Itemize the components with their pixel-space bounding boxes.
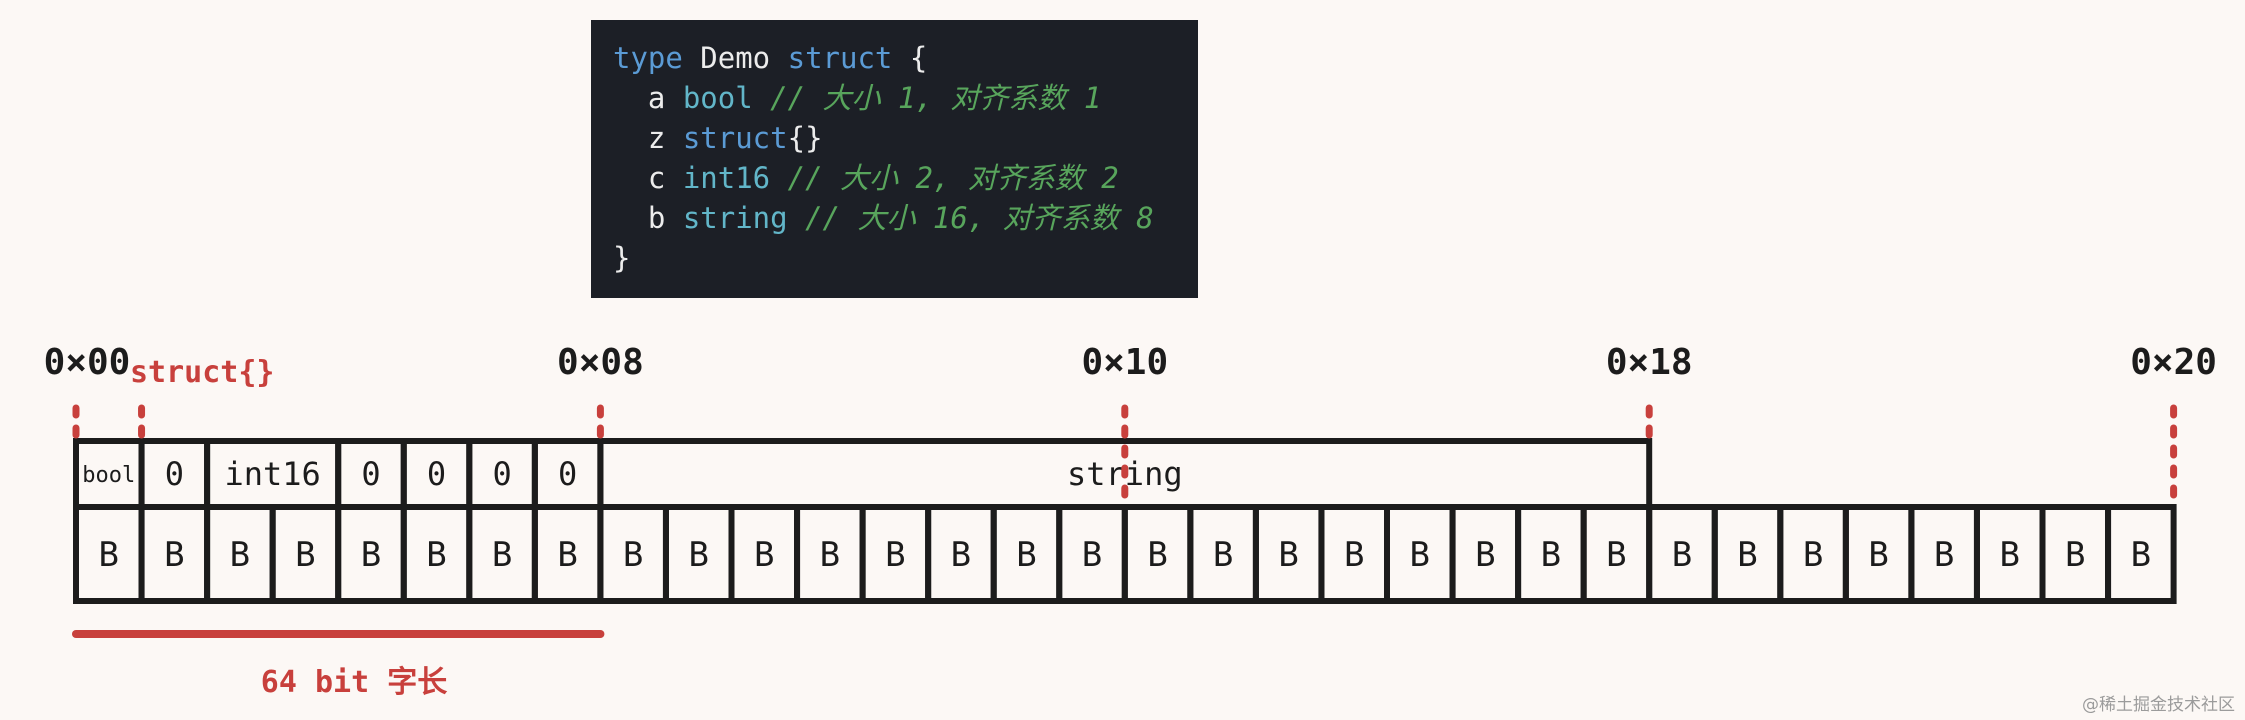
byte-label: B: [1475, 535, 1495, 575]
byte-label: B: [1082, 535, 1102, 575]
code-line: z struct{}: [613, 118, 1198, 158]
code-line: }: [613, 238, 1198, 278]
byte-label: B: [1344, 535, 1364, 575]
address-label: 0×08: [557, 342, 644, 383]
word-label: 64 bit 字长: [261, 665, 447, 700]
code-token: Demo: [682, 41, 788, 75]
byte-label: B: [1278, 535, 1298, 575]
field-cell: [597, 438, 1653, 510]
byte-label: B: [492, 535, 512, 575]
address-label: 0×18: [1606, 342, 1693, 383]
byte-label: B: [1934, 535, 1954, 575]
field-label: bool: [82, 463, 135, 488]
code-token: b: [613, 201, 683, 235]
byte-label: B: [820, 535, 840, 575]
byte-label: B: [295, 535, 315, 575]
struct-label: struct{}: [130, 355, 275, 390]
code-token: // 大小 16, 对齐系数 8: [787, 201, 1154, 235]
byte-label: B: [164, 535, 184, 575]
byte-label: B: [1737, 535, 1757, 575]
field-label: 0: [361, 455, 380, 493]
byte-label: B: [623, 535, 643, 575]
byte-label: B: [1213, 535, 1233, 575]
byte-label: B: [2065, 535, 2085, 575]
byte-cell: [2105, 504, 2177, 604]
code-token: // 大小 1, 对齐系数 1: [752, 81, 1102, 115]
byte-label: B: [1606, 535, 1626, 575]
code-line: a bool // 大小 1, 对齐系数 1: [613, 78, 1198, 118]
byte-label: B: [1016, 535, 1036, 575]
watermark: @稀土掘金技术社区: [2082, 695, 2235, 715]
code-token: string: [682, 201, 788, 235]
code-token: // 大小 2, 对齐系数 2: [770, 161, 1119, 195]
byte-label: B: [688, 535, 708, 575]
byte-label: B: [754, 535, 774, 575]
byte-label: B: [557, 535, 577, 575]
address-label: 0×00: [44, 342, 131, 383]
code-line: b string // 大小 16, 对齐系数 8: [613, 198, 1198, 238]
code-line: c int16 // 大小 2, 对齐系数 2: [613, 158, 1198, 198]
code-token: c: [613, 161, 683, 195]
byte-label: B: [1541, 535, 1561, 575]
field-label: 0: [492, 455, 511, 493]
address-label: 0×10: [1081, 342, 1168, 383]
byte-label: B: [426, 535, 446, 575]
code-token: }: [613, 241, 631, 275]
code-panel: type Demo struct { a bool // 大小 1, 对齐系数 …: [591, 20, 1198, 298]
code-token: {: [892, 41, 928, 75]
code-token: struct: [682, 121, 788, 155]
code-token: a: [613, 81, 683, 115]
code-token: struct: [787, 41, 893, 75]
byte-label: B: [885, 535, 905, 575]
byte-label: B: [1672, 535, 1692, 575]
address-label: 0×20: [2130, 342, 2217, 383]
byte-label: B: [1999, 535, 2019, 575]
byte-label: B: [2131, 535, 2151, 575]
field-label: 0: [165, 455, 184, 493]
field-label: int16: [224, 455, 320, 493]
code-line: type Demo struct {: [613, 38, 1198, 78]
byte-label: B: [230, 535, 250, 575]
byte-label: B: [1147, 535, 1167, 575]
byte-label: B: [361, 535, 381, 575]
byte-label: B: [1868, 535, 1888, 575]
field-label: 0: [427, 455, 446, 493]
byte-label: B: [99, 535, 119, 575]
code-token: type: [613, 41, 683, 75]
code-token: int16: [682, 161, 771, 195]
byte-label: B: [1410, 535, 1430, 575]
byte-label: B: [1803, 535, 1823, 575]
code-token: {}: [787, 121, 823, 155]
code-token: bool: [682, 81, 753, 115]
byte-label: B: [951, 535, 971, 575]
field-label: 0: [558, 455, 577, 493]
code-token: z: [613, 121, 683, 155]
